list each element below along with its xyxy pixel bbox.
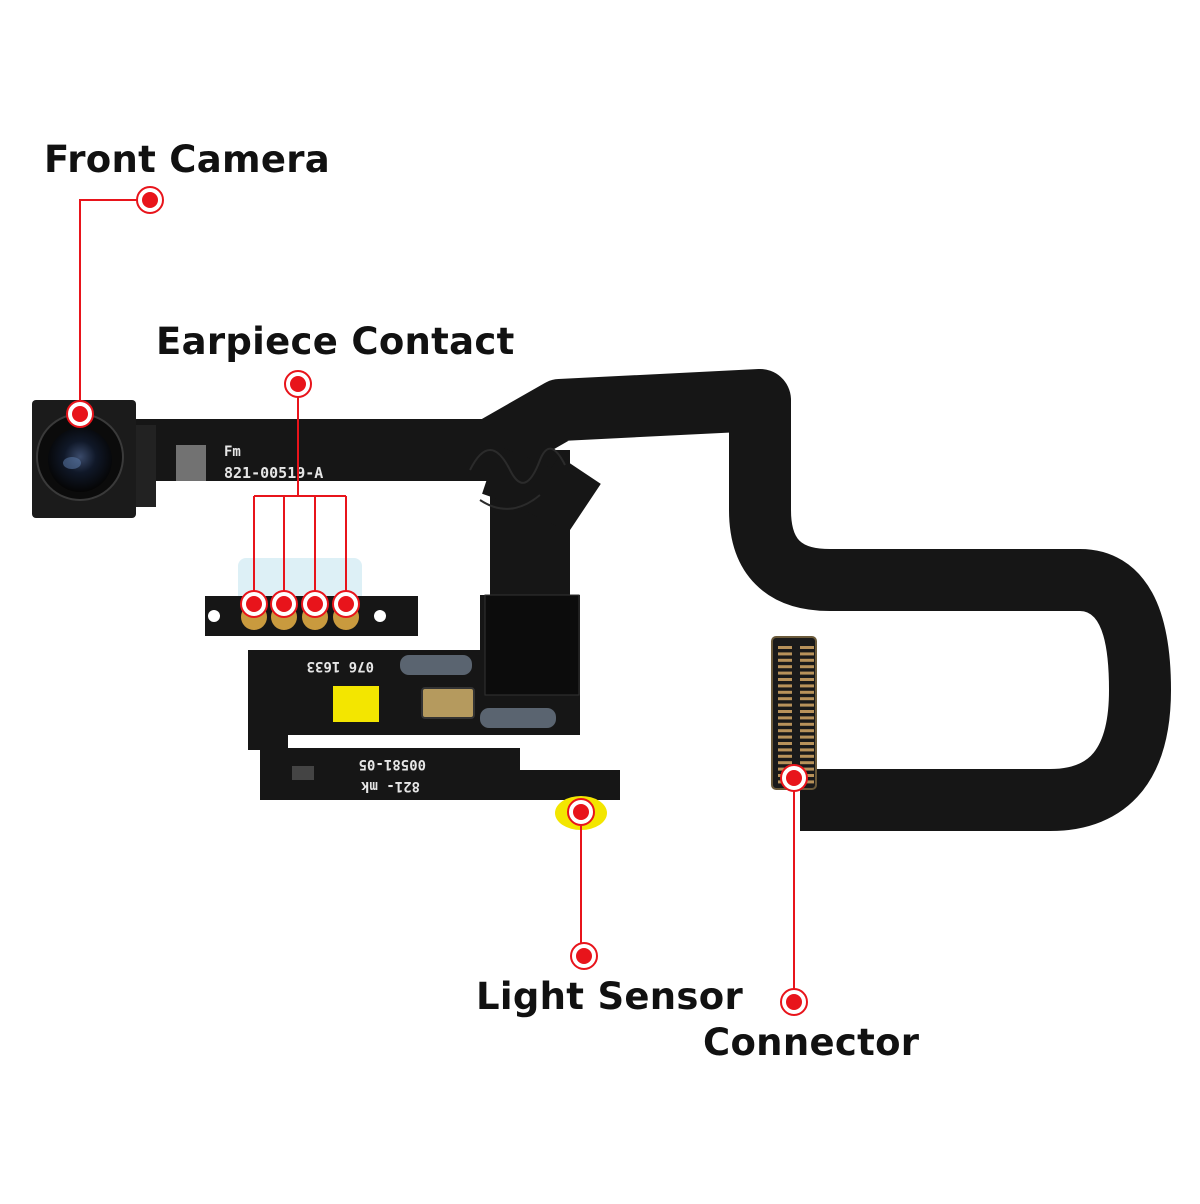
blurred-logo: [176, 445, 206, 481]
camera-lens: [48, 428, 112, 492]
crystal-chip: [421, 687, 475, 719]
front-camera-dot-target: [66, 400, 94, 428]
connector-pin-right-4: [800, 665, 814, 669]
label-light-sensor: Light Sensor: [476, 975, 744, 1018]
connector-pin-left-4: [778, 665, 792, 669]
component-shield-1: [400, 655, 472, 675]
earpiece-dot-contact-2: [270, 590, 298, 618]
connector-pin-right-16: [800, 742, 814, 745]
connector-pin-left-19: [778, 761, 792, 765]
connector-dot-label-core: [786, 994, 802, 1010]
connector-dot-label: [780, 988, 808, 1016]
connector-pin-right-20: [800, 767, 814, 771]
connector-pin-right-9: [800, 697, 814, 701]
callout-dots: [66, 186, 808, 1016]
connector-pin-left-1: [778, 646, 792, 649]
contact-strip-hole-right: [374, 610, 386, 622]
connector-pin-right-19: [800, 761, 814, 765]
light-sensor-dot-target: [567, 798, 595, 826]
front-camera-dot-label: [136, 186, 164, 214]
callout-lines: [79, 199, 795, 1002]
ink-scribble: [469, 447, 566, 510]
board-print-bottom-2: 821- mk: [360, 778, 420, 794]
label-connector: Connector: [703, 1021, 920, 1064]
light-sensor-dot-label-core: [576, 948, 592, 964]
connector-pin-right-7: [800, 684, 814, 688]
connector-pin-right-12: [800, 716, 814, 720]
front-camera-leader: [79, 199, 150, 414]
connector-pin-right-5: [800, 671, 814, 675]
connector-pin-right-8: [800, 690, 814, 694]
connector-pin-right-17: [800, 748, 814, 752]
component-shield-2: [480, 708, 556, 728]
connector-dot-target-core: [786, 770, 802, 786]
connector-pin-left-18: [778, 754, 792, 758]
connector-pin-right-15: [800, 735, 814, 739]
connector-pin-right-6: [800, 678, 814, 681]
connector-pin-right-14: [800, 729, 814, 733]
earpiece-dot-label-core: [290, 376, 306, 392]
connector-pin-left-15: [778, 735, 792, 739]
connector-pin-left-14: [778, 729, 792, 733]
board-print-top-1: Fm: [224, 444, 241, 460]
earpiece-dot-contact-4-core: [338, 596, 354, 612]
light-sensor-dot-target-core: [573, 804, 589, 820]
yellow-pad: [333, 686, 379, 722]
connector-pin-left-13: [778, 722, 792, 726]
earpiece-dot-label: [284, 370, 312, 398]
connector-pin-right-2: [800, 652, 814, 656]
connector-pin-left-10: [778, 703, 792, 707]
board-print-bottom-1: 00581-05: [359, 756, 426, 772]
earpiece-dot-contact-3-core: [307, 596, 323, 612]
connector-pin-right-18: [800, 754, 814, 758]
connector-pin-left-8: [778, 690, 792, 694]
earpiece-dot-contact-3: [301, 590, 329, 618]
connector-pin-left-16: [778, 742, 792, 745]
camera-neck: [136, 425, 156, 507]
connector-pin-right-10: [800, 703, 814, 707]
connector-dot-target: [780, 764, 808, 792]
flex-diagonal: [481, 446, 601, 533]
connector-pin-left-5: [778, 671, 792, 675]
earpiece-dot-contact-4: [332, 590, 360, 618]
light-sensor-dot-label: [570, 942, 598, 970]
connector-pin-left-12: [778, 716, 792, 720]
earpiece-dot-contact-1-core: [246, 596, 262, 612]
connector-pin-right-13: [800, 722, 814, 726]
board-print-top-2: 821-00519-A: [224, 464, 323, 482]
contact-strip-hole-left: [208, 610, 220, 622]
connector-pin-left-9: [778, 697, 792, 701]
connector-pin-right-3: [800, 658, 814, 662]
connector-pin-left-6: [778, 678, 792, 681]
proximity-module: [484, 594, 580, 696]
connector-pin-right-11: [800, 710, 814, 713]
label-front-camera: Front Camera: [44, 138, 331, 181]
board-print-mid: 076 1633: [307, 658, 374, 674]
connector-pin-right-1: [800, 646, 814, 649]
earpiece-dot-contact-1: [240, 590, 268, 618]
front-camera-dot-label-core: [142, 192, 158, 208]
label-earpiece-contact: Earpiece Contact: [156, 320, 515, 363]
connector-pin-left-3: [778, 658, 792, 662]
flex-ribbon: [120, 369, 1171, 831]
smd-component: [292, 766, 314, 780]
connector-pin-left-7: [778, 684, 792, 688]
connector-pin-left-17: [778, 748, 792, 752]
connector-pin-left-2: [778, 652, 792, 656]
earpiece-dot-contact-2-core: [276, 596, 292, 612]
connector-pin-left-11: [778, 710, 792, 713]
front-camera-dot-target-core: [72, 406, 88, 422]
lens-glint: [63, 457, 81, 469]
